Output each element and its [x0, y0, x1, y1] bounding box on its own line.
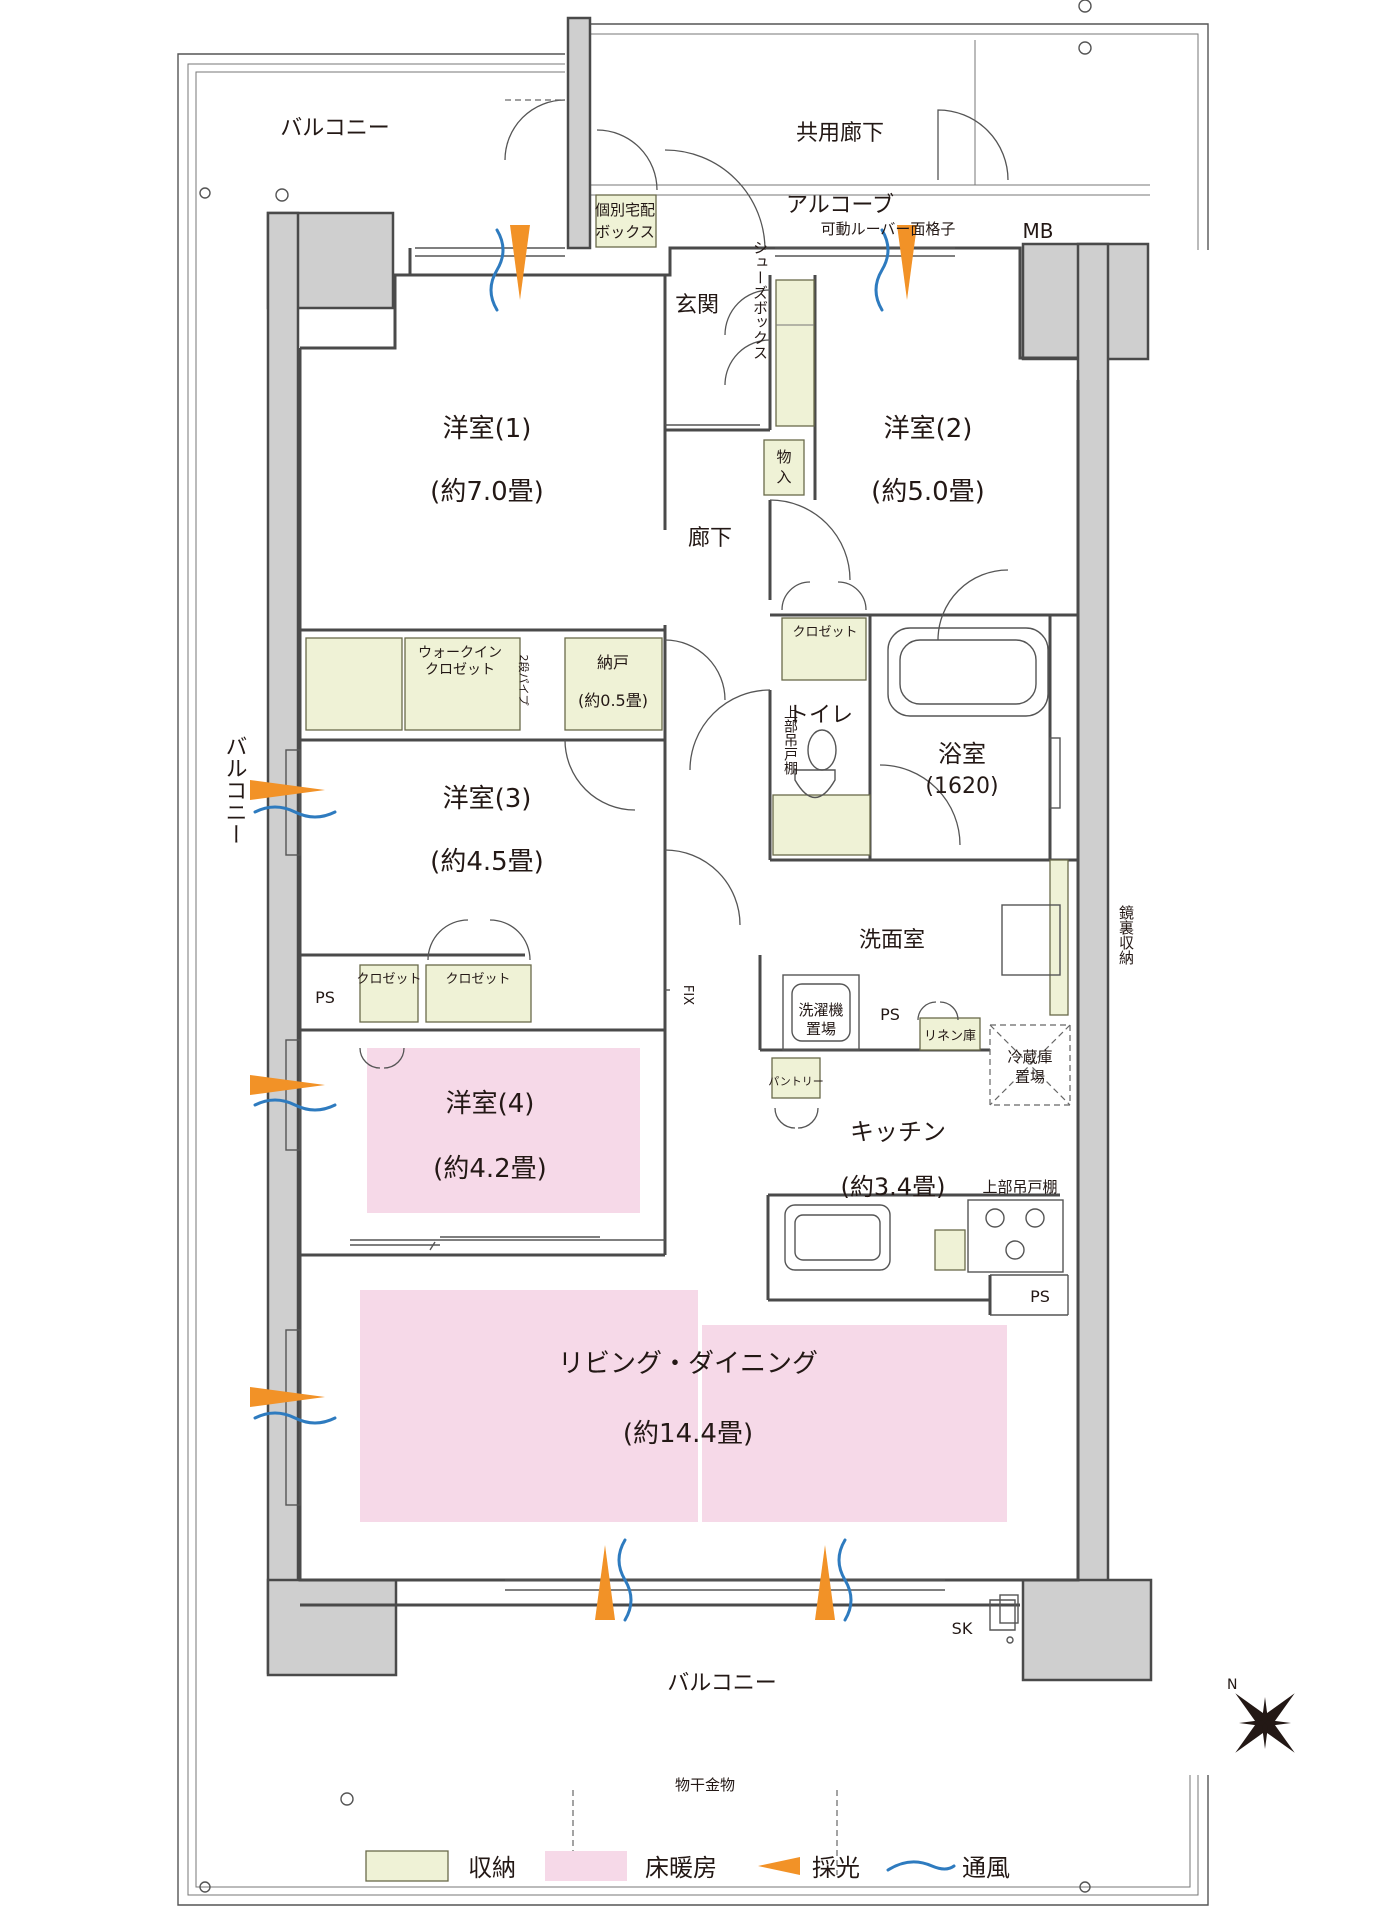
ventilation-marker: [253, 1411, 337, 1425]
daylight-marker: [815, 1545, 835, 1620]
ventilation-marker: [489, 228, 505, 312]
ventilation-marker: [617, 1538, 633, 1622]
storage-small-label: 物: [776, 448, 791, 466]
sk-label: SK: [952, 1619, 973, 1638]
delivery-box-label-2: ボックス: [595, 223, 655, 241]
balcony-rails: [177, 0, 1209, 1906]
interior-walls: [300, 275, 1078, 1316]
daylight-marker: [897, 225, 917, 300]
living-size: (約14.4畳): [623, 1419, 753, 1449]
corridor-label: 共用廊下: [796, 121, 884, 146]
daylight-marker: [250, 1075, 325, 1095]
alcove-label: アルコーブ: [786, 193, 894, 218]
washer-label-2: 置場: [806, 1020, 836, 1038]
nando-label: 納戸: [597, 653, 629, 672]
mirror-storage-label: 鏡裏収納: [1117, 904, 1135, 966]
legend-ventilation-icon: [886, 1860, 956, 1872]
toilet-label: トイレ: [787, 703, 853, 728]
room1-name: 洋室(1): [443, 414, 532, 444]
delivery-box-label: 個別宅配: [595, 201, 655, 219]
washer-label: 洗濯機: [798, 1001, 843, 1019]
legend-heating-swatch: [545, 1851, 627, 1881]
legend-daylight-icon: [758, 1857, 800, 1875]
legend-storage-label: 収納: [468, 1854, 516, 1882]
floor-heating-areas: [360, 1048, 1007, 1522]
wic-label-2: クロゼット: [425, 662, 495, 678]
doors: [350, 99, 1009, 1251]
legend-storage-swatch: [365, 1850, 449, 1882]
ventilation-marker: [837, 1538, 853, 1622]
daylight-marker: [595, 1545, 615, 1620]
ventilation-marker: [253, 805, 337, 819]
legend-heating-label: 床暖房: [645, 1854, 717, 1882]
closet-a-label: クロゼット: [356, 972, 421, 987]
legend-daylight-label: 採光: [812, 1854, 860, 1882]
ps2-label: PS: [880, 1005, 900, 1024]
room2-size: (約5.0畳): [871, 477, 985, 507]
ps-label: PS: [315, 988, 335, 1007]
balcony-top-label: バルコニー: [280, 116, 390, 141]
pillars: [266, 16, 1153, 1682]
bath-name: 浴室: [938, 740, 986, 768]
mb-label: MB: [1023, 219, 1054, 243]
drying-rack-label: 物干金物: [675, 1776, 735, 1794]
room3-size: (約4.5畳): [430, 847, 544, 877]
room-labels: バルコニー 共用廊下 アルコーブ 可動ルーバー面格子 MB 個別宅配 ボックス …: [222, 116, 1136, 1794]
storage-small-label-2: 入: [776, 468, 791, 486]
ventilation-marker: [874, 228, 890, 312]
fridge-label: 冷蔵庫: [1007, 1048, 1052, 1066]
hanging-shelf-label: 上部吊戸棚: [982, 1178, 1057, 1196]
shoes-box-label: シューズボックス: [751, 240, 769, 360]
pipe-note: 2段パイプ: [517, 655, 531, 706]
nando-size: (約0.5畳): [578, 691, 648, 710]
daylight-marker: [510, 225, 530, 300]
kitchen-size: (約3.4畳): [841, 1173, 946, 1201]
compass-rose: N: [1227, 1677, 1295, 1753]
fixtures: [782, 627, 1071, 1644]
ventilation-marker: [253, 1098, 337, 1112]
hall-label: 廊下: [688, 526, 732, 551]
bath-size: (1620): [925, 774, 998, 799]
room3-name: 洋室(3): [443, 784, 532, 814]
washroom-label: 洗面室: [859, 928, 925, 953]
room4-size: (約4.2畳): [433, 1154, 547, 1184]
hanging-shelf-vertical: 上部吊戸棚: [782, 705, 798, 775]
ps3-label: PS: [1030, 1287, 1050, 1306]
legend: 収納 床暖房 採光 通風: [365, 1850, 1010, 1882]
closet-b-label: クロゼット: [445, 972, 510, 987]
pantry-label: パントリー: [768, 1075, 824, 1088]
wic-label: ウォークイン: [418, 645, 502, 661]
kitchen-name: キッチン: [850, 1118, 946, 1146]
linen-label: リネン庫: [924, 1029, 976, 1044]
room4-name: 洋室(4): [446, 1089, 535, 1119]
balcony-side-label: バルコニー: [222, 735, 247, 845]
airflow-markers: [250, 225, 917, 1622]
room2-name: 洋室(2): [884, 414, 973, 444]
storage-areas: [305, 194, 1069, 1271]
fix-label: FIX: [680, 985, 695, 1005]
fridge-label-2: 置場: [1015, 1068, 1045, 1086]
entrance-label: 玄関: [675, 293, 719, 318]
compass-north: N: [1227, 1677, 1237, 1693]
legend-ventilation-label: 通風: [962, 1854, 1010, 1882]
daylight-marker: [250, 1387, 325, 1407]
closet-label: クロゼット: [792, 625, 857, 640]
louver-label: 可動ルーバー面格子: [821, 220, 956, 238]
daylight-marker: [250, 780, 325, 800]
exterior-walls: [285, 246, 1080, 1607]
living-name: リビング・ダイニング: [558, 1349, 818, 1379]
balcony-bottom-label: バルコニー: [667, 1671, 777, 1696]
room1-size: (約7.0畳): [430, 477, 544, 507]
